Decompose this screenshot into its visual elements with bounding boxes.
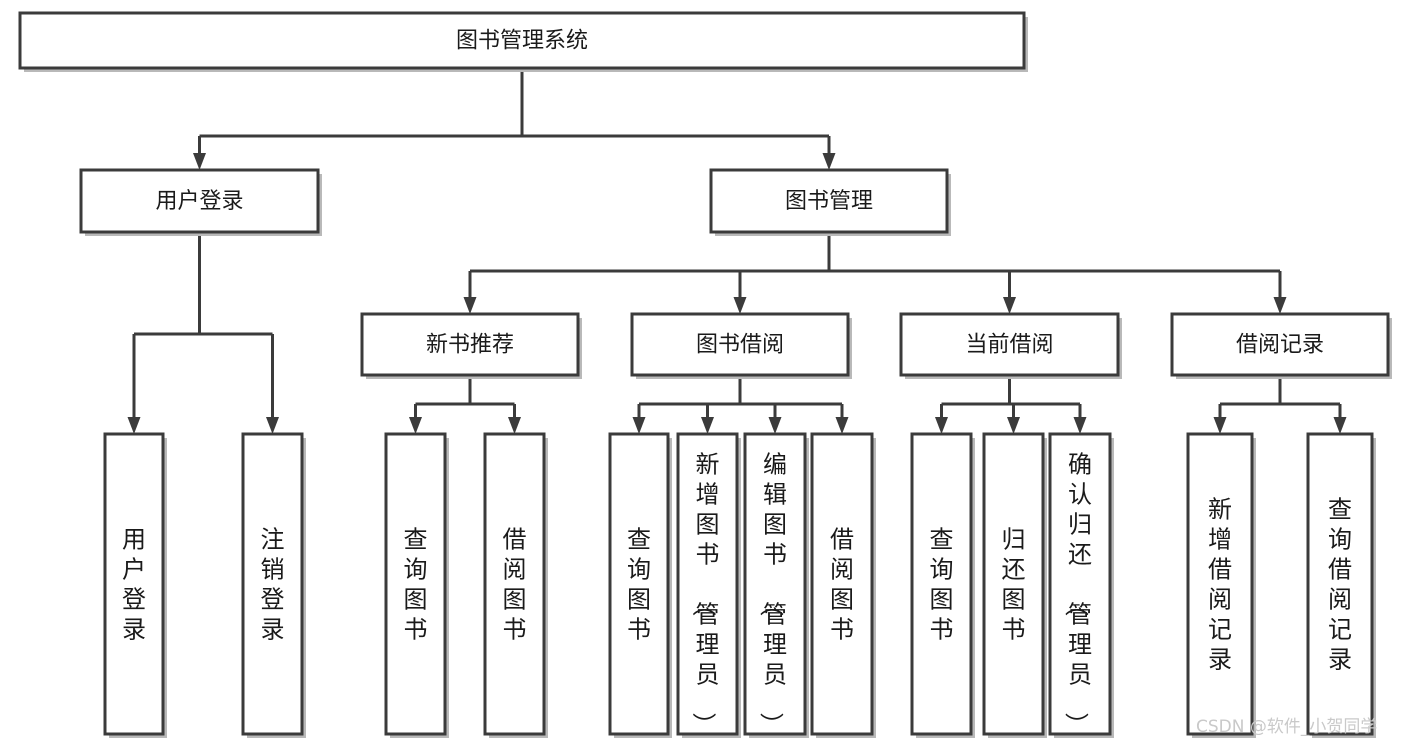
node-rect[interactable] xyxy=(608,432,670,736)
arrow-head-leaf7 xyxy=(768,417,782,434)
arrow-head-leaf4 xyxy=(508,417,521,434)
node-rect[interactable] xyxy=(360,312,580,377)
node-rect[interactable] xyxy=(676,432,739,736)
node-label: 查询图书 xyxy=(930,525,954,643)
node-label: 新增图书（管理员） xyxy=(690,450,720,736)
nodes-layer: 图书管理系统用户登录图书管理新书推荐图书借阅当前借阅借阅记录用户登录注销登录查询… xyxy=(18,11,1392,738)
node-label: 图书管理 xyxy=(785,189,873,214)
node-leaf2[interactable]: 注销登录 xyxy=(241,432,306,738)
node-label: 图书借阅 xyxy=(696,333,784,358)
connector-bookmgmt-children xyxy=(463,232,1287,314)
arrow-head-leaf10 xyxy=(1007,417,1020,434)
connectors-layer xyxy=(127,68,1347,434)
node-current[interactable]: 当前借阅 xyxy=(899,312,1122,379)
arrow-head-leaf1 xyxy=(127,417,141,434)
node-leaf3[interactable]: 查询图书 xyxy=(384,432,449,738)
node-rect[interactable] xyxy=(910,432,973,736)
arrow-head-newbook xyxy=(463,297,477,314)
node-label: 查询图书 xyxy=(404,525,428,643)
node-label: 新增借阅记录 xyxy=(1208,495,1232,673)
node-leaf11[interactable]: 确认归还（管理员） xyxy=(1048,432,1114,738)
node-label: 查询图书 xyxy=(627,525,651,643)
arrow-head-leaf13 xyxy=(1333,417,1347,434)
arrow-head-leaf3 xyxy=(409,417,422,434)
node-borrow[interactable]: 图书借阅 xyxy=(630,312,852,379)
node-label: 归还图书 xyxy=(1002,525,1026,643)
node-leaf8[interactable]: 借阅图书 xyxy=(810,432,876,738)
node-leaf10[interactable]: 归还图书 xyxy=(982,432,1047,738)
arrow-head-leaf6 xyxy=(701,417,714,434)
node-login[interactable]: 用户登录 xyxy=(79,168,322,236)
node-leaf1[interactable]: 用户登录 xyxy=(103,432,167,738)
node-label: 新书推荐 xyxy=(426,333,514,358)
node-label: 借阅图书 xyxy=(503,525,527,643)
node-rect[interactable] xyxy=(79,168,320,234)
connector-records-children xyxy=(1213,375,1347,434)
arrow-head-borrow xyxy=(733,297,747,314)
connector-login-children xyxy=(127,232,279,434)
arrow-head-records xyxy=(1273,297,1287,314)
node-leaf6[interactable]: 新增图书（管理员） xyxy=(676,432,741,738)
node-rect[interactable] xyxy=(709,168,949,234)
arrow-head-leaf8 xyxy=(835,417,849,434)
node-rect[interactable] xyxy=(384,432,447,736)
connector-borrow-children xyxy=(632,375,849,434)
node-root[interactable]: 图书管理系统 xyxy=(18,11,1028,72)
node-label: 查询借阅记录 xyxy=(1328,495,1352,673)
connector-newbook-children xyxy=(409,375,521,434)
arrow-head-login xyxy=(193,153,206,170)
node-label: 注销登录 xyxy=(261,525,285,643)
node-rect[interactable] xyxy=(982,432,1045,736)
node-rect[interactable] xyxy=(483,432,546,736)
node-rect[interactable] xyxy=(810,432,874,736)
node-rect[interactable] xyxy=(899,312,1120,377)
node-label: 借阅记录 xyxy=(1236,333,1324,358)
arrow-head-leaf11 xyxy=(1073,417,1087,434)
arrow-head-leaf9 xyxy=(935,417,948,434)
node-rect[interactable] xyxy=(18,11,1026,70)
arrow-head-leaf12 xyxy=(1213,417,1227,434)
arrow-head-leaf2 xyxy=(266,417,279,434)
node-rect[interactable] xyxy=(630,312,850,377)
node-records[interactable]: 借阅记录 xyxy=(1170,312,1392,379)
arrow-head-leaf5 xyxy=(632,417,646,434)
arrow-head-current xyxy=(1003,297,1016,314)
node-leaf13[interactable]: 查询借阅记录 xyxy=(1306,432,1376,738)
node-rect[interactable] xyxy=(1306,432,1374,736)
node-rect[interactable] xyxy=(1170,312,1390,377)
connector-current-children xyxy=(935,375,1087,434)
node-rect[interactable] xyxy=(1048,432,1112,736)
node-label: 借阅图书 xyxy=(830,525,854,643)
node-label: 编辑图书（管理员） xyxy=(757,450,787,736)
node-label: 用户登录 xyxy=(122,525,146,643)
node-newbook[interactable]: 新书推荐 xyxy=(360,312,582,379)
node-label: 用户登录 xyxy=(155,189,243,214)
node-bookmgmt[interactable]: 图书管理 xyxy=(709,168,951,236)
node-leaf7[interactable]: 编辑图书（管理员） xyxy=(743,432,809,738)
node-label: 图书管理系统 xyxy=(456,29,588,54)
csdn-watermark: CSDN @软件_小贺同学 xyxy=(1196,717,1377,737)
node-label: 当前借阅 xyxy=(965,333,1053,358)
node-label: 确认归还（管理员） xyxy=(1062,450,1092,736)
node-rect[interactable] xyxy=(241,432,304,736)
node-rect[interactable] xyxy=(743,432,807,736)
node-rect[interactable] xyxy=(103,432,165,736)
arrow-head-bookmgmt xyxy=(822,153,836,170)
node-leaf12[interactable]: 新增借阅记录 xyxy=(1186,432,1256,738)
node-leaf4[interactable]: 借阅图书 xyxy=(483,432,548,738)
node-leaf5[interactable]: 查询图书 xyxy=(608,432,672,738)
connector-root-children xyxy=(193,68,836,170)
node-rect[interactable] xyxy=(1186,432,1254,736)
node-leaf9[interactable]: 查询图书 xyxy=(910,432,975,738)
